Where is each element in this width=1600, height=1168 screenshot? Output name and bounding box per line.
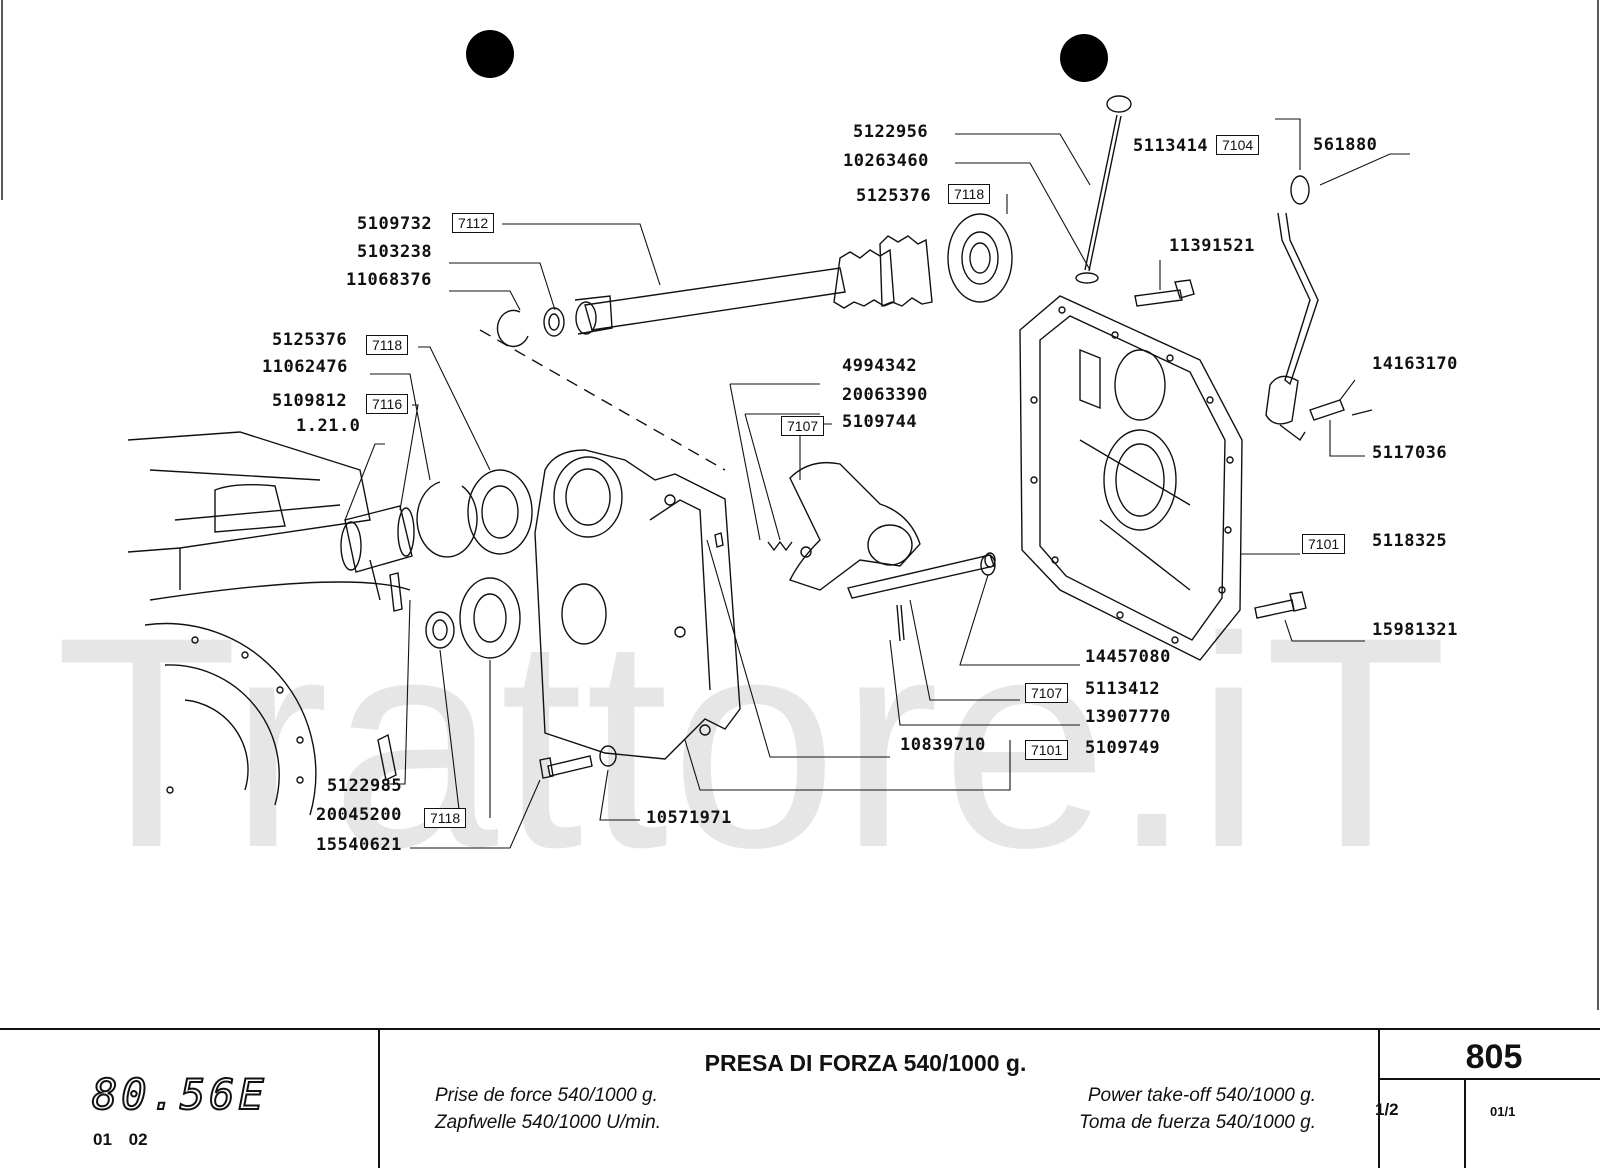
sheet-number: 1/2 [1375,1100,1399,1119]
ref-box-7112: 7112 [452,213,495,233]
part-label-11062476: 11062476 [262,357,348,377]
part-label-14163170: 14163170 [1372,354,1458,374]
part-label-5113414: 5113414 [1133,136,1209,156]
part-label-5109744: 5109744 [842,412,918,432]
part-label-14457080: 14457080 [1085,647,1171,667]
part-label-20063390: 20063390 [842,385,928,405]
part-label-5109749: 5109749 [1085,738,1161,758]
ref-box-7104: 7104 [1216,135,1260,155]
model-cell: 80.56E 01 02 [0,1030,380,1168]
part-label-5109812: 5109812 [272,391,348,411]
page-title: PRESA DI FORZA 540/1000 g. [704,1050,1027,1076]
ref-box-7101-right: 7101 [1302,534,1346,554]
ref-box-7107-upper: 7107 [781,416,825,436]
part-label-5113412: 5113412 [1085,679,1161,699]
register-dot-left [466,30,514,78]
title-spanish: Toma de fuerza 540/1000 g. [1079,1112,1316,1133]
title-cell: PRESA DI FORZA 540/1000 g. Prise de forc… [378,1030,1380,1168]
model-number: 80.56E [91,1069,268,1120]
part-label-4994342: 4994342 [842,356,918,376]
title-french: Prise de force 540/1000 g. [435,1085,658,1106]
title-german: Zapfwelle 540/1000 U/min. [435,1112,662,1133]
part-label-5117036: 5117036 [1372,443,1448,463]
part-label-11391521: 11391521 [1169,236,1255,256]
sheet-divider [1464,1078,1466,1168]
part-label-10571971: 10571971 [646,808,732,828]
part-label-15540621: 15540621 [316,835,402,855]
parts-drawing [1,0,1599,1010]
ref-box-7118-bottom: 7118 [424,808,467,828]
model-code: 01 02 [93,1130,148,1149]
ref-box-7101-lower: 7101 [1025,740,1069,760]
part-label-20045200: 20045200 [316,805,402,825]
part-label-5122956: 5122956 [853,122,929,142]
ref-box-7118-top: 7118 [948,184,991,204]
part-label-5118325: 5118325 [1372,531,1448,551]
part-label-10839710: 10839710 [900,735,986,755]
part-label-11068376: 11068376 [346,270,432,290]
ref-box-7107-lower: 7107 [1025,683,1069,703]
part-label-1.21.0: 1.21.0 [296,416,361,436]
part-label-10263460: 10263460 [843,151,929,171]
part-label-561880: 561880 [1313,135,1378,155]
part-label-15981321: 15981321 [1372,620,1458,640]
title-english: Power take-off 540/1000 g. [1087,1085,1316,1106]
page-number-cell: 805 [1378,1030,1600,1168]
part-label-5103238: 5103238 [357,242,433,262]
part-label-5125376-left: 5125376 [272,330,348,350]
page-number: 805 [1465,1038,1523,1076]
part-label-5109732: 5109732 [357,214,433,234]
page-divider [1378,1078,1600,1080]
part-label-5122985: 5122985 [327,776,403,796]
part-label-13907770: 13907770 [1085,707,1171,727]
title-block: 80.56E 01 02 PRESA DI FORZA 540/1000 g. … [0,1028,1600,1168]
register-dot-right [1060,34,1108,82]
exploded-parts-diagram: Trattore.iT [1,0,1599,1010]
revision-code: 01/1 [1490,1104,1516,1119]
ref-box-7118-left: 7118 [366,335,409,355]
ref-box-7116: 7116 [366,394,409,414]
part-label-5125376-top: 5125376 [856,186,932,206]
